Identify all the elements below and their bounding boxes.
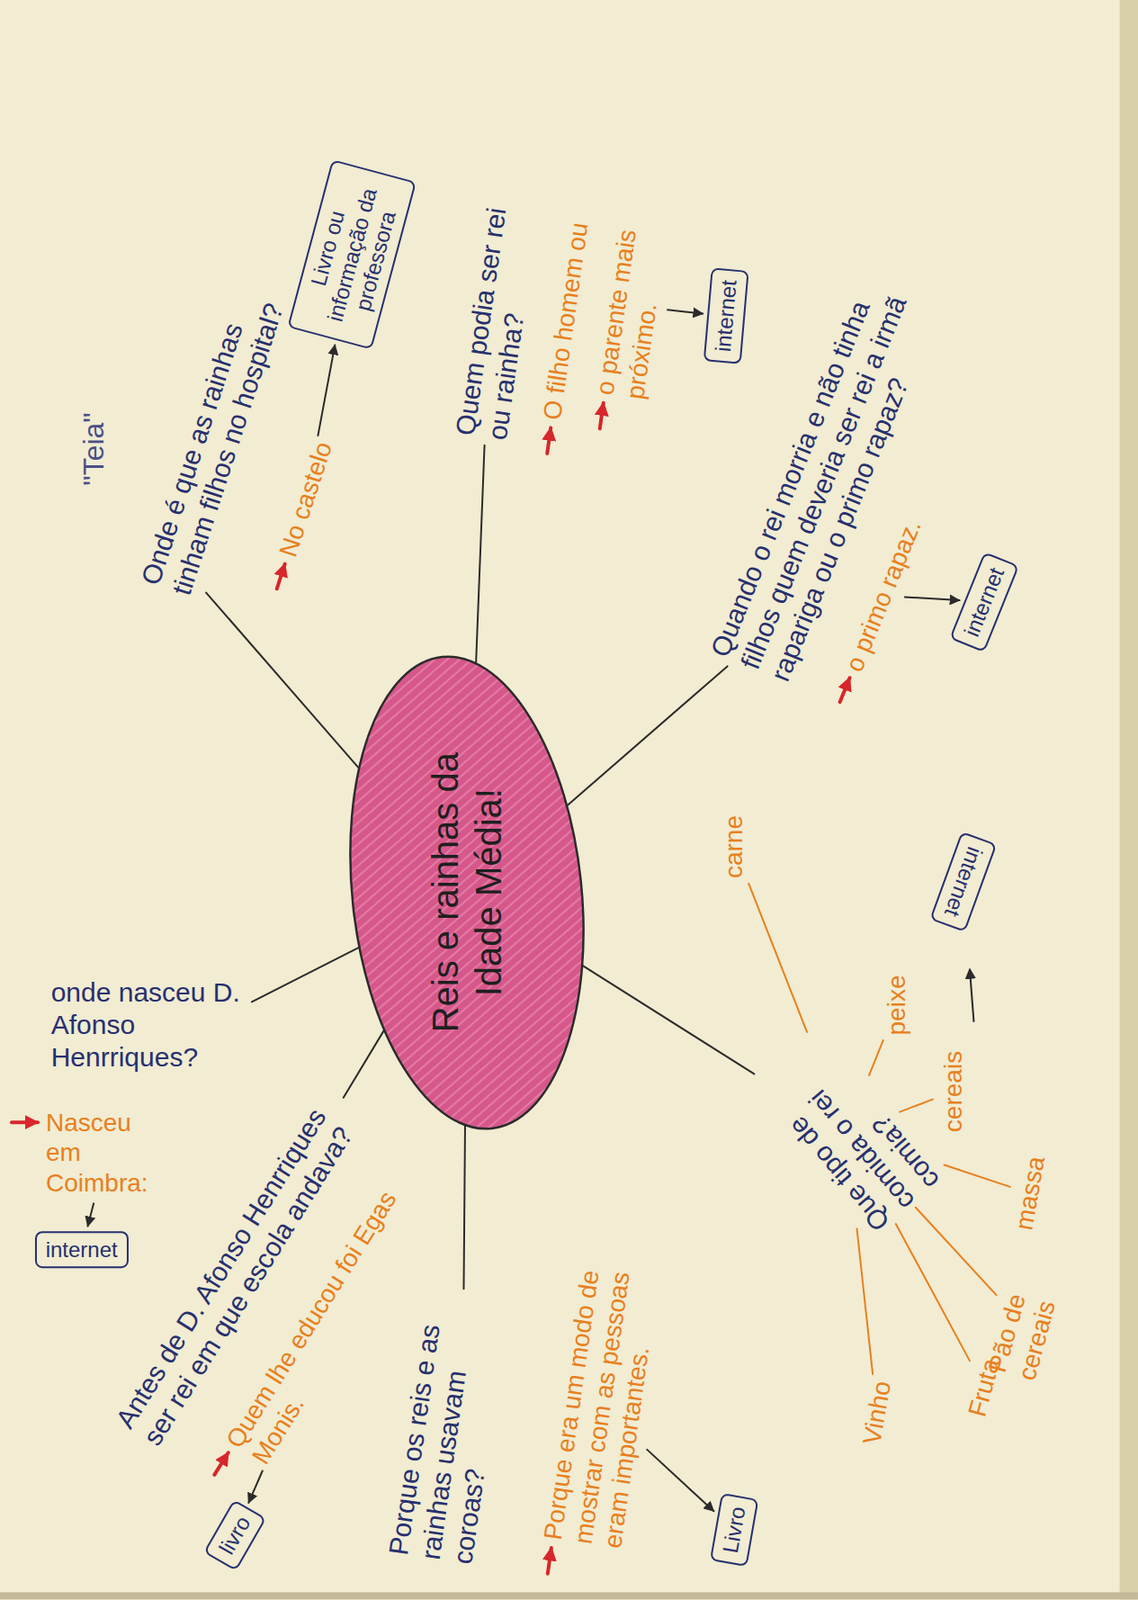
label-holder: peixe: [882, 974, 914, 1035]
label-holder: Porque era um modo de mostrar com as pes…: [537, 1264, 666, 1551]
branch-line: [206, 592, 359, 769]
label-holder: "Teia": [76, 412, 111, 485]
label-holder: Quem podia ser rei ou rainha?: [448, 200, 547, 442]
source-arrow: [667, 309, 703, 314]
source-name: internet: [958, 563, 1010, 640]
source-name: livro: [214, 1511, 256, 1559]
label-holder: No castelo: [273, 438, 340, 561]
label-holder: Vinho: [856, 1378, 897, 1447]
source-box: Livro: [709, 1492, 759, 1567]
answer-text: Nasceu em Coimbra:: [45, 1106, 169, 1198]
food-leader: [748, 883, 807, 1032]
branch-line: [251, 947, 360, 1003]
label-holder: carne: [718, 815, 750, 879]
question-text: Quem podia ser rei ou rainha?: [448, 200, 547, 442]
topic-title: Reis e rainhas da Idade Média!: [423, 712, 511, 1073]
oval-fill: [328, 645, 606, 1140]
question-text: Que tipo de comida o rei comia?: [746, 1026, 946, 1237]
label-holder: O filho homem ou: [537, 220, 595, 422]
answer-text: o parente mais próximo.: [589, 210, 675, 401]
label-holder: massa: [1008, 1154, 1051, 1233]
answer-arrow: [546, 427, 551, 454]
source-box: livro: [203, 1498, 267, 1571]
label-holder: Quando o rei morria e não tinha filhos q…: [703, 242, 959, 686]
topic-oval: Reis e rainhas da Idade Média!: [325, 641, 610, 1143]
food-item: peixe: [882, 974, 914, 1035]
food-item: cereais: [938, 1050, 969, 1132]
food-leader: [944, 1164, 1011, 1186]
source-arrow: [88, 1202, 95, 1226]
food-leader: [869, 1039, 884, 1076]
question-text: Quando o rei morria e não tinha filhos q…: [703, 242, 959, 686]
source-box: internet: [930, 831, 998, 932]
branch-line: [343, 1029, 385, 1097]
source-arrow: [905, 596, 960, 601]
answer-text: No castelo: [273, 438, 340, 561]
label-holder: Que tipo de comida o rei comia?: [746, 1026, 946, 1237]
oval-outline: [325, 641, 610, 1143]
question-text: Porque os reis e as rainhas usavam coroa…: [382, 1289, 516, 1566]
answer-arrow: [11, 1120, 38, 1124]
source-arrow: [969, 968, 975, 1022]
food-leader: [896, 1223, 970, 1361]
source-box: internet: [949, 551, 1020, 653]
label-holder: Fruta: [961, 1354, 1006, 1420]
food-leader: [857, 1227, 874, 1373]
label-holder: o parente mais próximo.: [589, 210, 675, 401]
food-item: Fruta: [961, 1354, 1006, 1420]
food-item: carne: [718, 815, 750, 879]
source-name: internet: [939, 843, 987, 921]
oval-text-holder: Reis e rainhas da Idade Média!: [423, 712, 511, 1073]
label-holder: Nasceu em Coimbra:: [45, 1106, 169, 1198]
photo-edge: [1120, 0, 1138, 1599]
source-name: internet: [710, 278, 742, 353]
question-text: Onde é que as rainhas tinham filhos no h…: [134, 268, 298, 599]
food-item: massa: [1008, 1154, 1051, 1233]
answer-arrow: [547, 1547, 552, 1574]
label-holder: onde nasceu D. Afonso Henrriques?: [51, 976, 245, 1074]
answer-arrow: [600, 403, 604, 430]
label-holder: cereais: [938, 1050, 969, 1132]
title-note: "Teia": [76, 412, 111, 485]
answer-text: O filho homem ou: [537, 220, 595, 422]
source-name: Livro ou informação da professora: [295, 171, 408, 338]
branch-line: [582, 965, 754, 1075]
source-name: internet: [45, 1236, 118, 1263]
source-box: internet: [703, 268, 750, 365]
answer-text: Porque era um modo de mostrar com as pes…: [537, 1264, 666, 1551]
answer-arrow: [214, 1451, 228, 1475]
label-holder: Onde é que as rainhas tinham filhos no h…: [134, 268, 298, 599]
branch-line: [475, 445, 484, 664]
source-name: Livro: [717, 1504, 751, 1555]
photo-edge: [0, 1591, 1138, 1599]
answer-arrow: [277, 564, 286, 590]
branch-line: [566, 665, 727, 806]
source-arrow: [248, 1469, 262, 1502]
question-text: onde nasceu D. Afonso Henrriques?: [51, 976, 245, 1074]
source-arrow: [317, 344, 335, 436]
source-box: internet: [35, 1230, 129, 1269]
answer-arrow: [840, 677, 851, 702]
food-leader: [899, 1099, 933, 1112]
source-arrow: [646, 1449, 714, 1511]
source-box: Livro ou informação da professora: [286, 160, 416, 350]
label-holder: Porque os reis e as rainhas usavam coroa…: [382, 1289, 516, 1566]
food-item: Vinho: [856, 1378, 897, 1447]
branch-line: [463, 1124, 466, 1289]
